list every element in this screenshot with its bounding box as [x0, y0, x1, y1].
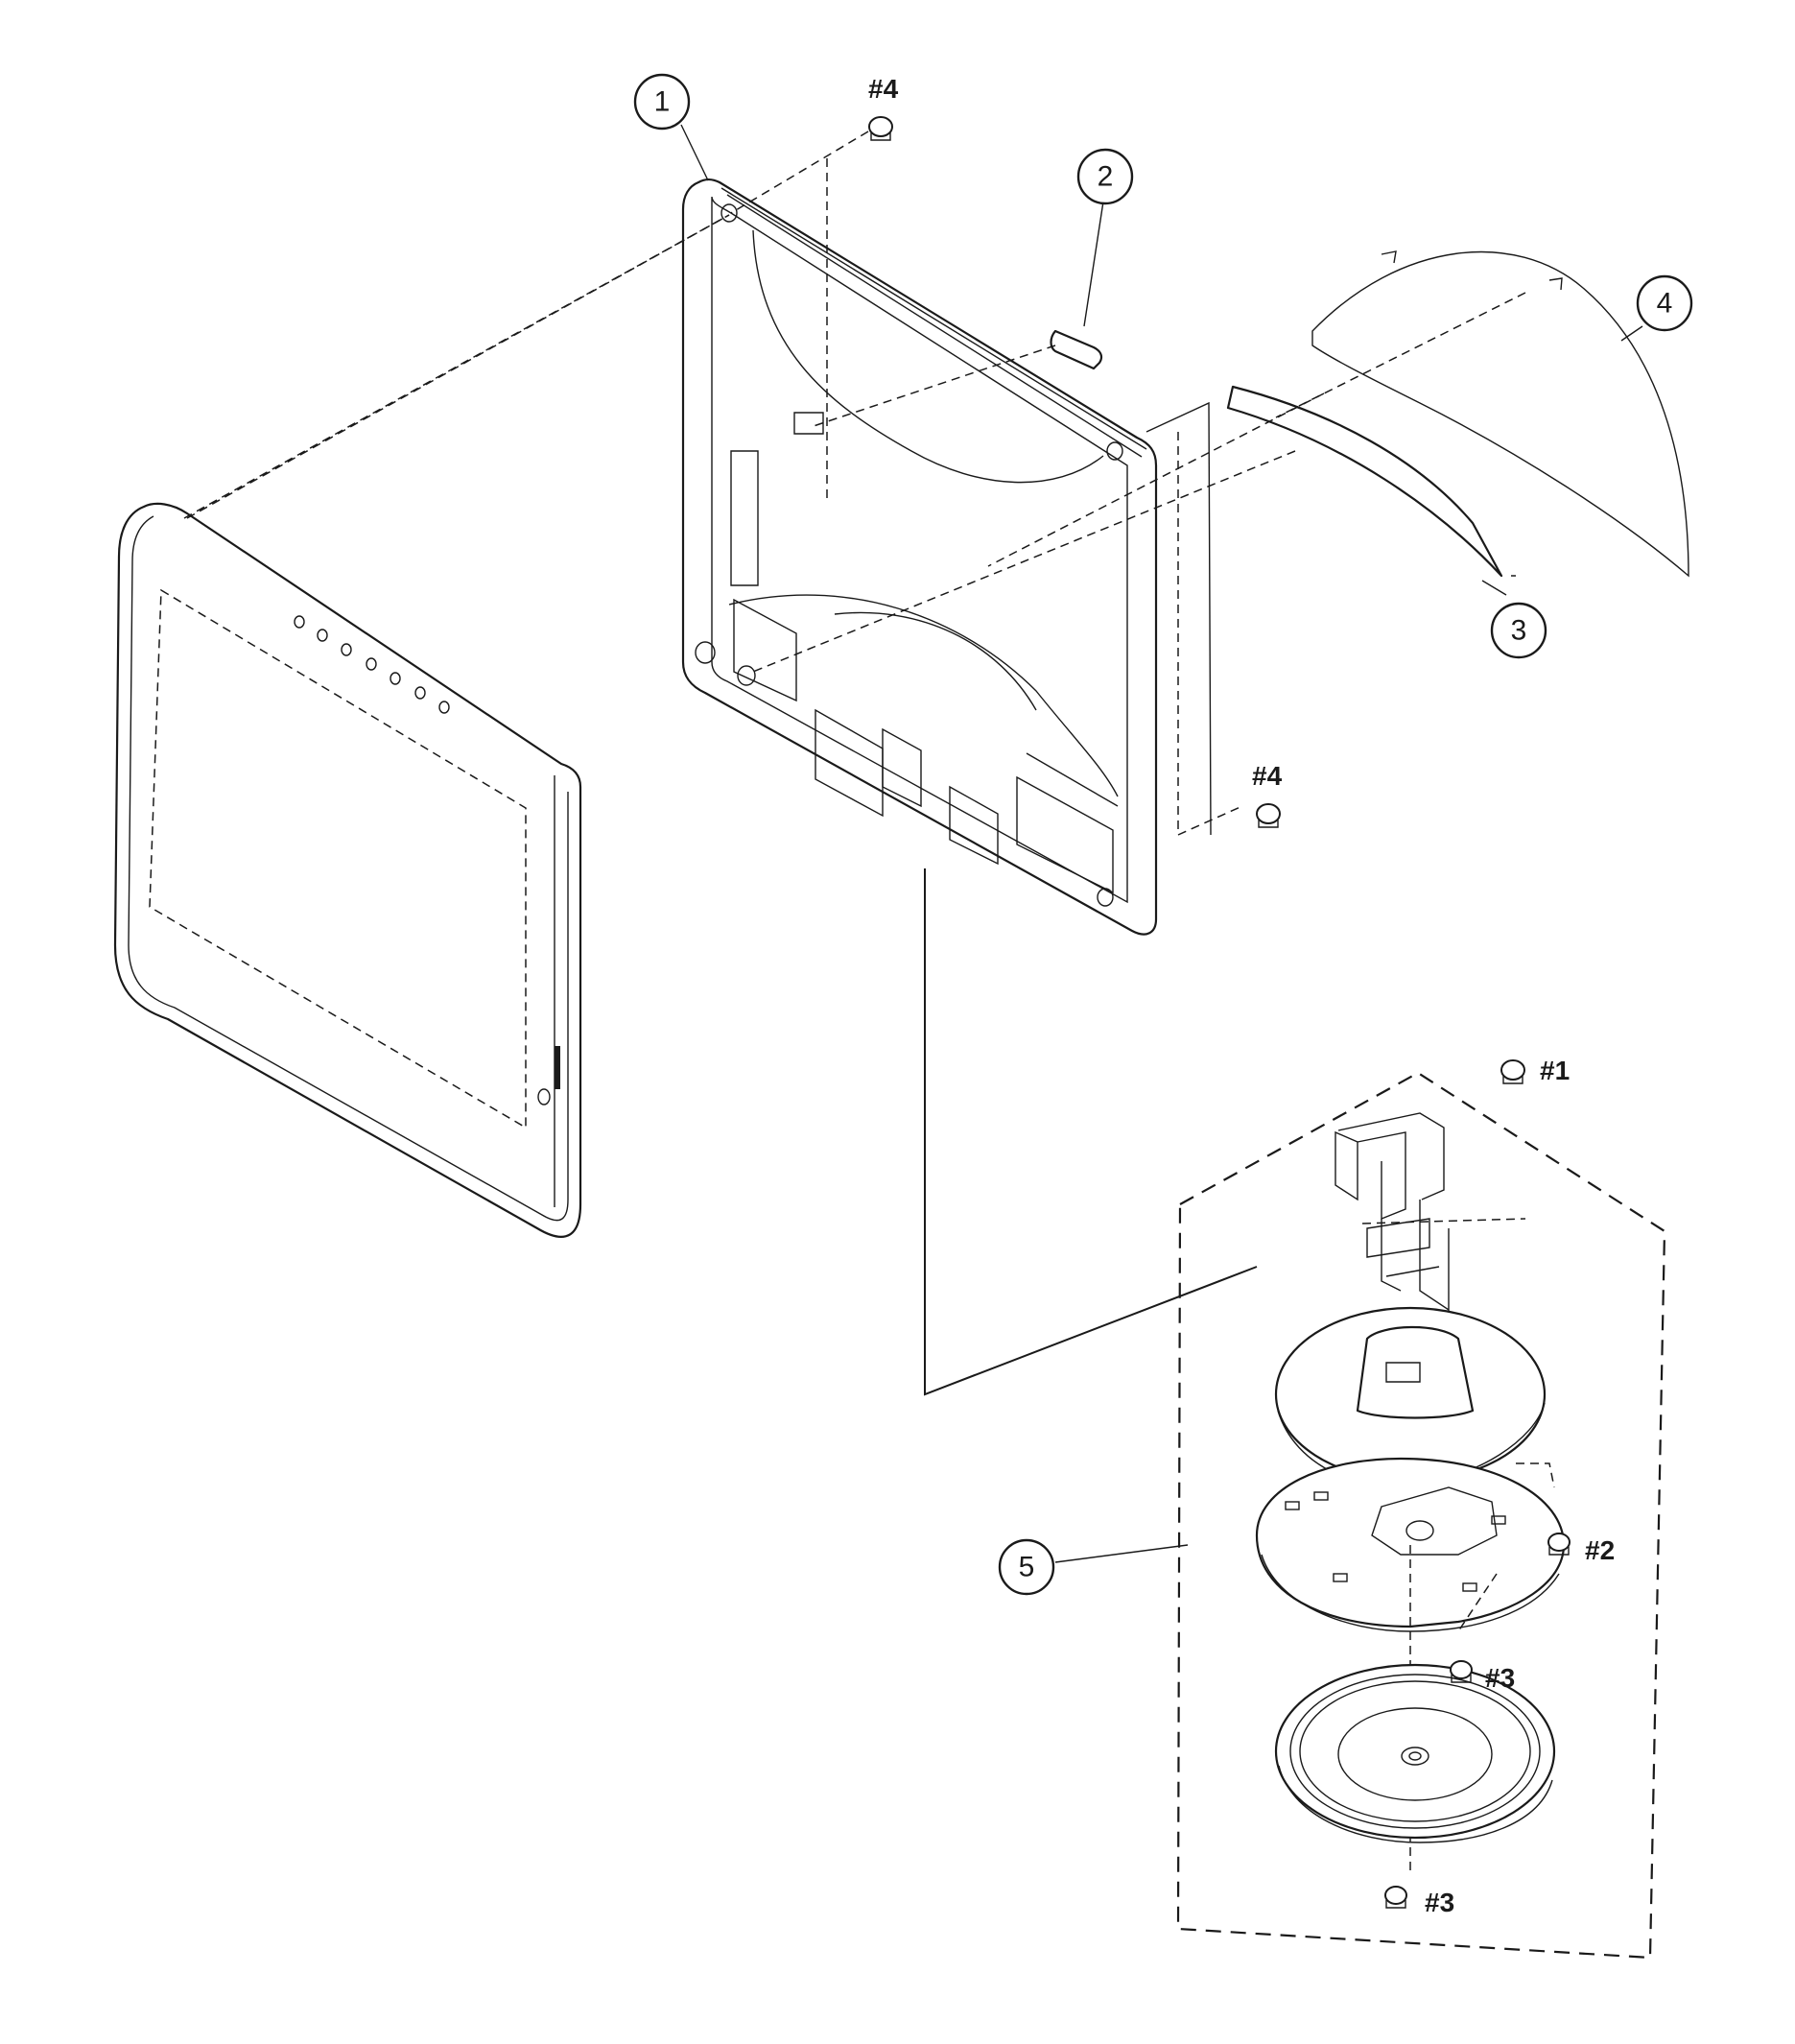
screw-s4a	[868, 116, 893, 141]
callout-label-4: 4	[1657, 288, 1673, 320]
hinge-bracket	[1334, 1112, 1526, 1312]
part-3-cover	[1226, 385, 1503, 578]
callout-label-5: 5	[1019, 1552, 1035, 1583]
screw-label-s4b: #4	[1252, 761, 1283, 791]
part-2-cap	[1050, 329, 1103, 370]
assembly-guide-lines	[183, 131, 1526, 1396]
front-buttons	[294, 615, 450, 714]
callout-1: 1	[633, 73, 691, 131]
screw-s3b	[1384, 1886, 1407, 1909]
stand-turntable	[1274, 1663, 1556, 1843]
screw-label-s2: #2	[1585, 1535, 1615, 1565]
part-4-back-cover	[1311, 250, 1689, 578]
screw-s4b	[1256, 803, 1281, 828]
callout-2: 2	[1076, 148, 1134, 205]
callout-leaders	[680, 124, 1643, 1563]
callout-3: 3	[1490, 602, 1547, 659]
screw-label-s3b: #3	[1425, 1888, 1454, 1917]
callout-label-2: 2	[1098, 161, 1114, 193]
screw-label-s3a: #3	[1485, 1663, 1515, 1693]
screw-s2	[1547, 1533, 1571, 1556]
rear-cabinet	[681, 178, 1158, 936]
callout-label-3: 3	[1511, 615, 1527, 647]
front-bezel	[113, 502, 582, 1238]
screw-s1	[1500, 1059, 1525, 1084]
screw-label-s1: #1	[1540, 1056, 1570, 1085]
callout-5: 5	[998, 1538, 1055, 1596]
callout-4: 4	[1636, 274, 1693, 332]
callout-label-1: 1	[654, 86, 671, 118]
stand-base-cover	[1274, 1306, 1547, 1487]
stand-assembly	[1176, 1071, 1666, 1960]
screw-label-s4a: #4	[868, 74, 899, 104]
screw-s3a	[1450, 1660, 1473, 1683]
